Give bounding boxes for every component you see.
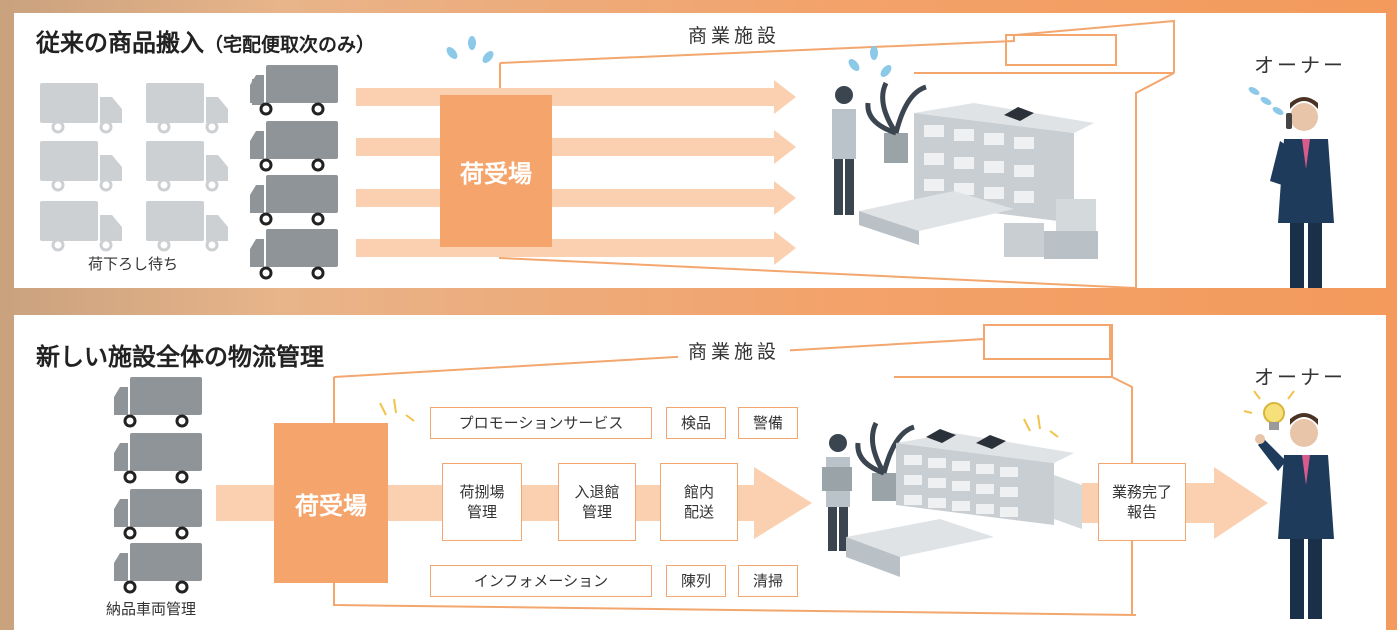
truck-icon [114, 543, 202, 594]
service-loading-bay: 荷捌場 管理 [442, 463, 522, 541]
delivery-arrows [356, 80, 796, 265]
plant-icon [855, 421, 915, 501]
staff-person-icon [832, 86, 856, 215]
shelf-display-icon [846, 429, 1082, 577]
conventional-title-sub: （宅配便取次のみ） [204, 34, 376, 56]
truck-icon [250, 65, 338, 116]
service-display: 陳列 [666, 565, 726, 597]
arrow [356, 231, 796, 265]
truck-icon [250, 175, 338, 226]
facility-outline-right [914, 72, 1175, 288]
truck-icon [146, 141, 228, 192]
new-model-title: 新しい施設全体の物流管理 [36, 343, 324, 371]
truck-icon [40, 141, 122, 192]
truck-icon [146, 201, 228, 252]
conventional-illustration [40, 19, 1334, 288]
owner-person-icon [1255, 413, 1334, 619]
service-inspection: 検品 [666, 407, 726, 439]
conventional-panel: 従来の商品搬入（宅配便取次のみ） 商業施設 オーナー 荷受場 荷下ろし待ち [14, 13, 1386, 288]
waiting-caption: 荷下ろし待ち [88, 255, 179, 273]
facility-label: 商業施設 [678, 21, 791, 48]
service-security: 警備 [738, 407, 798, 439]
owner-label: オーナー [1254, 365, 1346, 389]
conventional-title: 従来の商品搬入（宅配便取次のみ） [36, 23, 375, 58]
receiving-dock: 荷受場 [440, 95, 552, 247]
truck-icon [114, 433, 202, 484]
service-promotion: プロモーションサービス [430, 407, 652, 439]
truck-icon [146, 83, 228, 134]
truck-icon [40, 83, 122, 134]
service-entry-exit: 入退館 管理 [558, 463, 636, 541]
staff-person-icon [822, 434, 852, 551]
sweat-icon [446, 36, 1284, 115]
arrow [356, 181, 796, 215]
completion-report: 業務完了 報告 [1098, 463, 1186, 541]
receiving-dock: 荷受場 [274, 423, 388, 583]
facility-roof-box [1005, 34, 1117, 66]
arrow [356, 80, 796, 114]
sparkle-icon [379, 390, 1295, 438]
owner-label: オーナー [1254, 53, 1346, 77]
service-information: インフォメーション [430, 565, 652, 597]
arriving-trucks [250, 65, 338, 280]
truck-icon [40, 201, 122, 252]
conventional-title-main: 従来の商品搬入 [36, 29, 204, 57]
lightbulb-icon [1263, 402, 1285, 430]
vehicle-caption: 納品車両管理 [106, 600, 197, 618]
truck-icon [250, 229, 338, 280]
owner-person-icon [1270, 97, 1334, 288]
arrow [356, 130, 796, 164]
waiting-trucks [40, 83, 228, 252]
truck-icon [250, 121, 338, 172]
plant-icon [865, 81, 927, 163]
truck-icon [114, 377, 202, 428]
service-cleaning: 清掃 [738, 565, 798, 597]
shelf-display-icon [859, 103, 1098, 259]
facility-roof-box [983, 324, 1111, 360]
managed-trucks [114, 377, 202, 594]
new-model-panel: 新しい施設全体の物流管理 商業施設 オーナー 荷受場 納品車両管理 プロモーショ… [14, 315, 1386, 630]
facility-label: 商業施設 [678, 337, 791, 364]
service-internal-delivery: 館内 配送 [660, 463, 738, 541]
truck-icon [114, 489, 202, 540]
